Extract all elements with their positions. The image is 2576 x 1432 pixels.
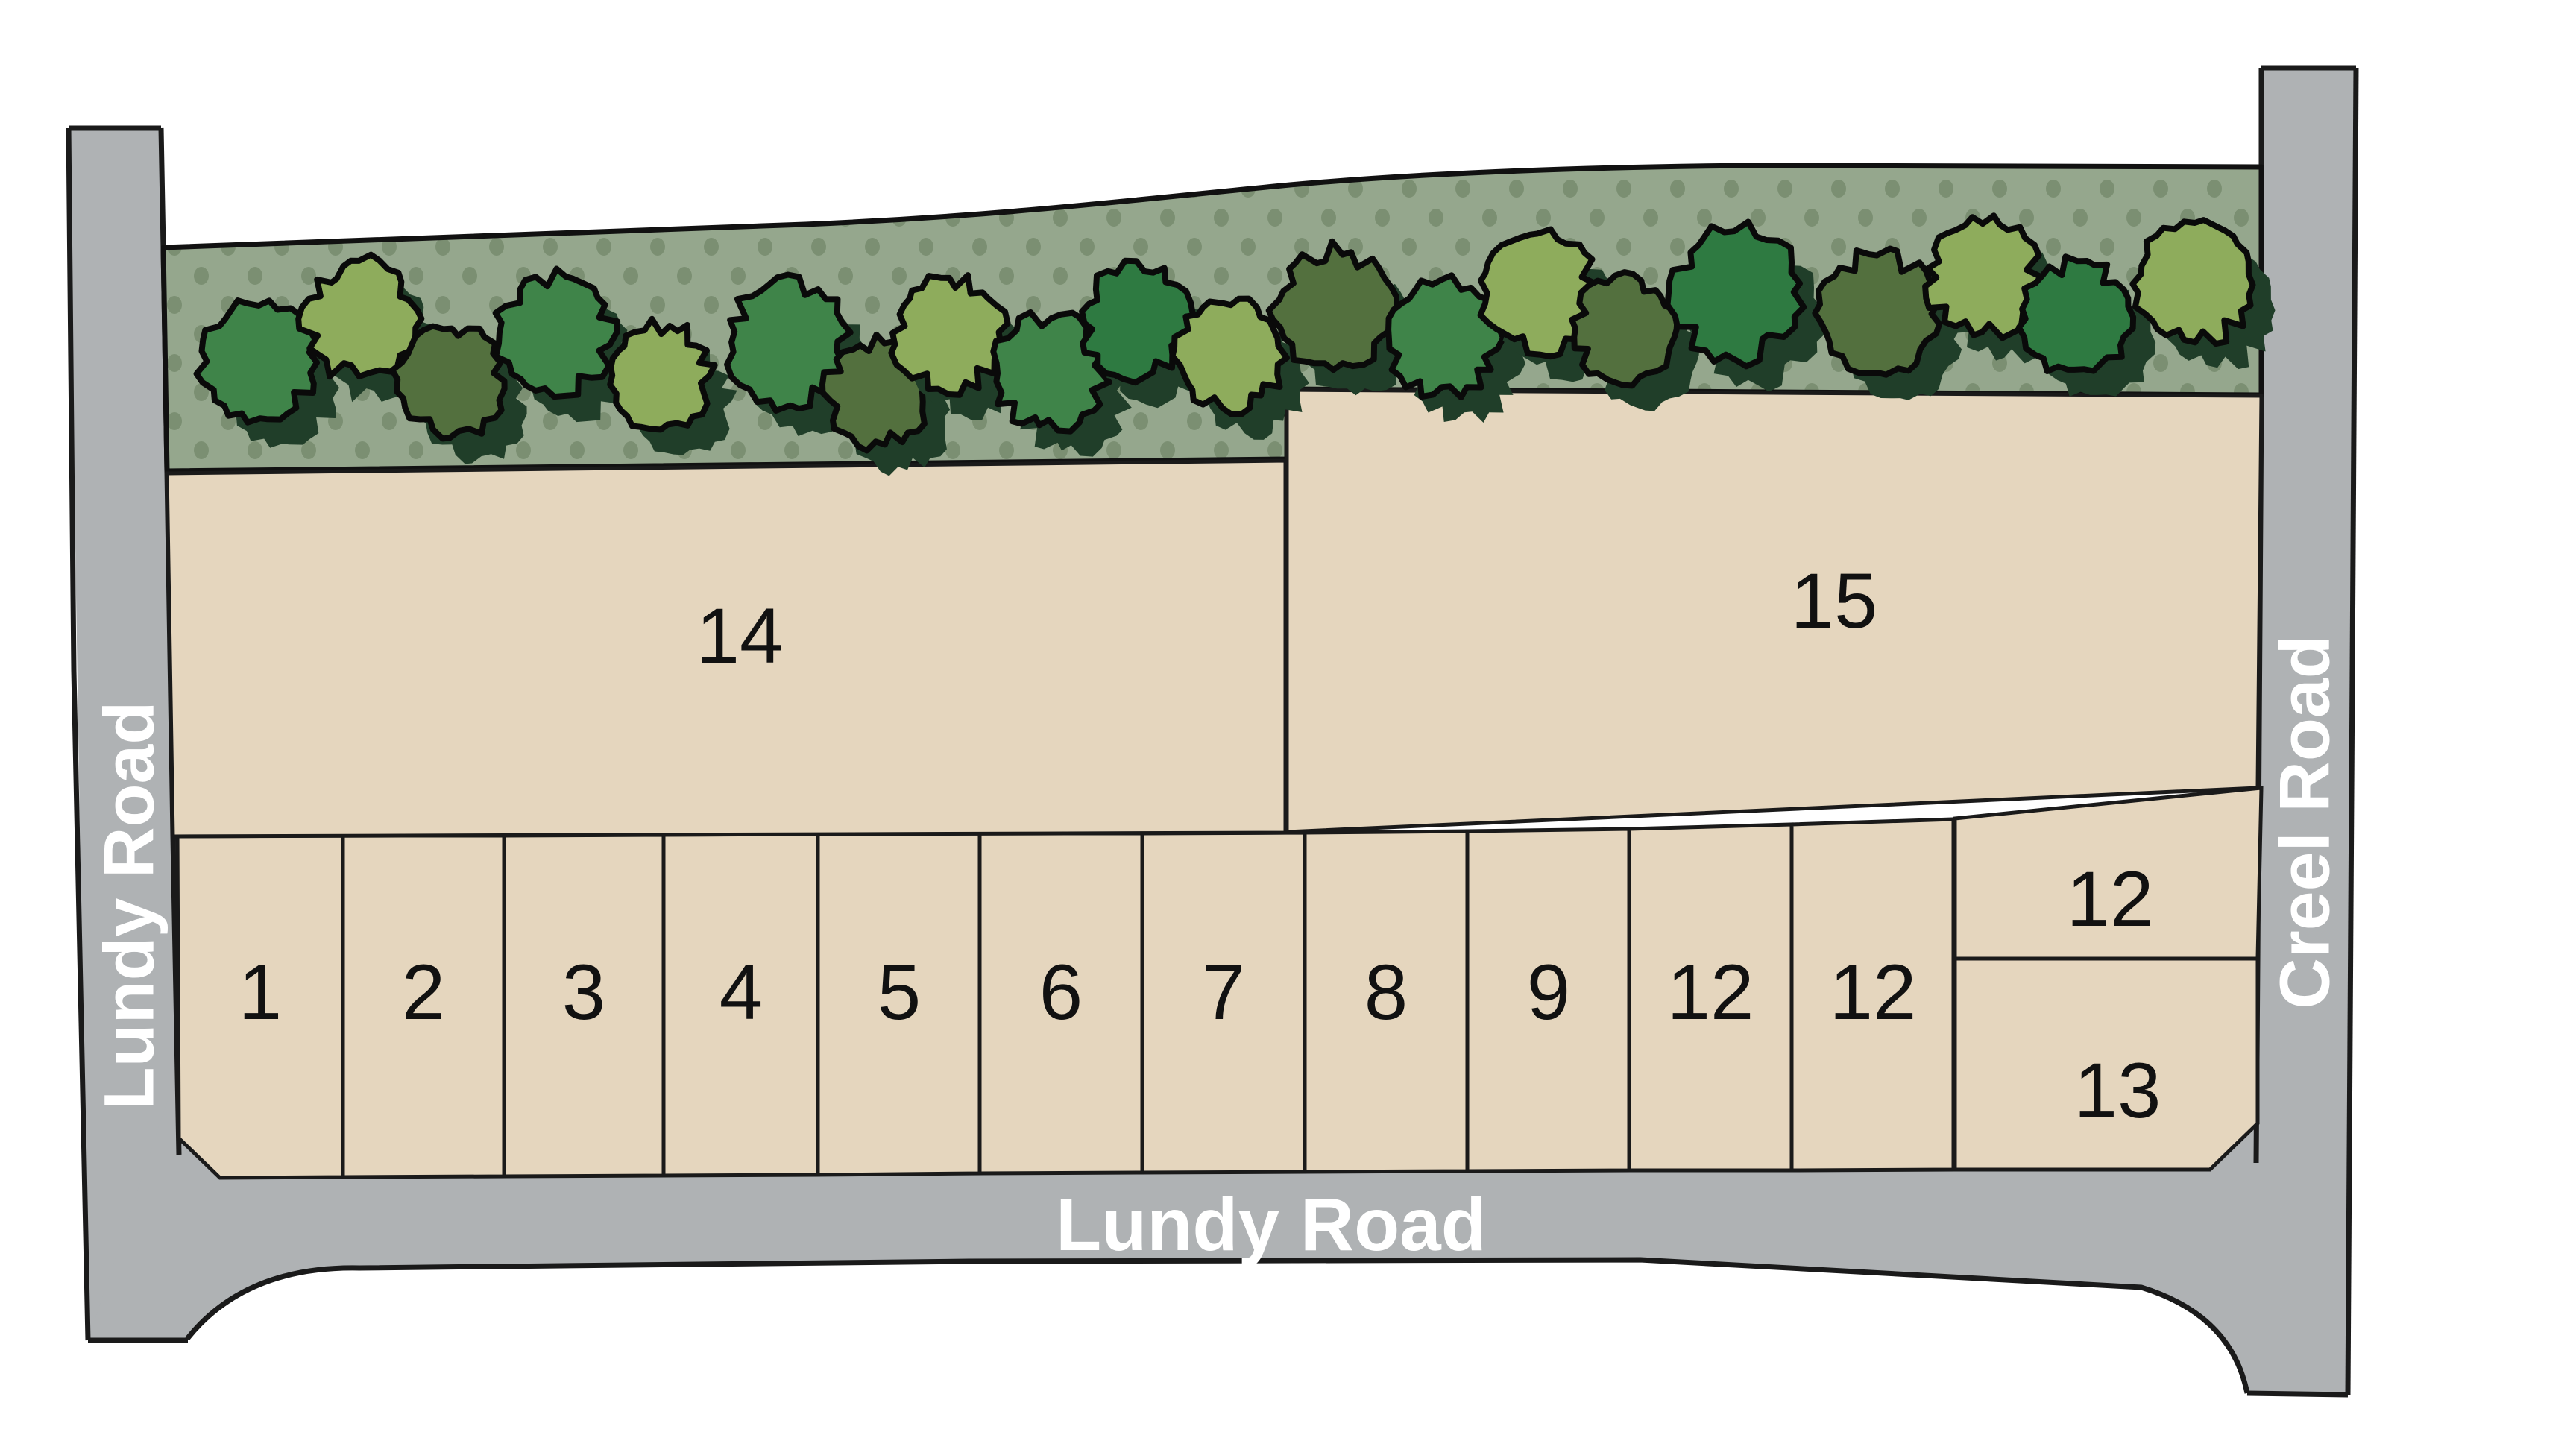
tree-icon: [389, 323, 508, 442]
tree-icon: [1079, 257, 1198, 386]
lot-number-8: 8: [1364, 949, 1408, 1036]
lot-parcel-13: [1953, 956, 2260, 1172]
lot-number-6: 6: [1039, 949, 1083, 1036]
lot-number-12: 12: [1830, 949, 1917, 1036]
lot-number-4: 4: [719, 949, 763, 1036]
tree-icon: [2129, 217, 2256, 347]
road-edge-line: [2246, 1390, 2349, 1398]
tree-icon: [2015, 253, 2137, 374]
tree-icon: [1385, 272, 1507, 400]
lot-number-12: 12: [2067, 856, 2154, 943]
road-label-lundy-road-south: Lundy Road: [1056, 1183, 1487, 1267]
tree-icon: [607, 315, 718, 433]
road-edge-line: [2345, 67, 2359, 1395]
lot-number-13: 13: [2074, 1047, 2161, 1135]
road-edge-line: [66, 127, 91, 1341]
lot-number-7: 7: [1202, 949, 1245, 1036]
tree-icon: [1569, 269, 1681, 389]
road-surface: [69, 128, 188, 1340]
tree-icon: [492, 265, 621, 400]
lot-number-5: 5: [878, 949, 921, 1036]
lot-number-2: 2: [402, 949, 445, 1036]
lot-number-14: 14: [696, 593, 784, 680]
lot-number-1: 1: [239, 949, 282, 1036]
trees-group: [193, 212, 2276, 476]
greenbelt-outline: [160, 163, 2264, 474]
tree-icon: [1265, 238, 1400, 373]
tree-icon: [193, 297, 320, 426]
lot-number-12: 12: [1667, 949, 1754, 1036]
road-edge-line: [185, 1257, 2250, 1394]
tree-icon: [1664, 218, 1807, 370]
road-label-lundy-road-west: Lundy Road: [89, 701, 169, 1111]
lot-number-3: 3: [562, 949, 605, 1036]
tree-icon: [1922, 212, 2047, 341]
road-label-creel-road: Creel Road: [2265, 635, 2344, 1009]
lot-number-15: 15: [1791, 558, 1878, 645]
tree-icon: [1477, 226, 1598, 360]
tree-icon: [724, 271, 854, 414]
tree-icon: [888, 272, 1011, 398]
lot-parcel-15: [1285, 388, 2264, 834]
tree-icon: [1812, 245, 1943, 378]
lot-number-9: 9: [1527, 949, 1570, 1036]
road-surface: [2253, 68, 2356, 1395]
tree-icon: [1169, 295, 1290, 417]
